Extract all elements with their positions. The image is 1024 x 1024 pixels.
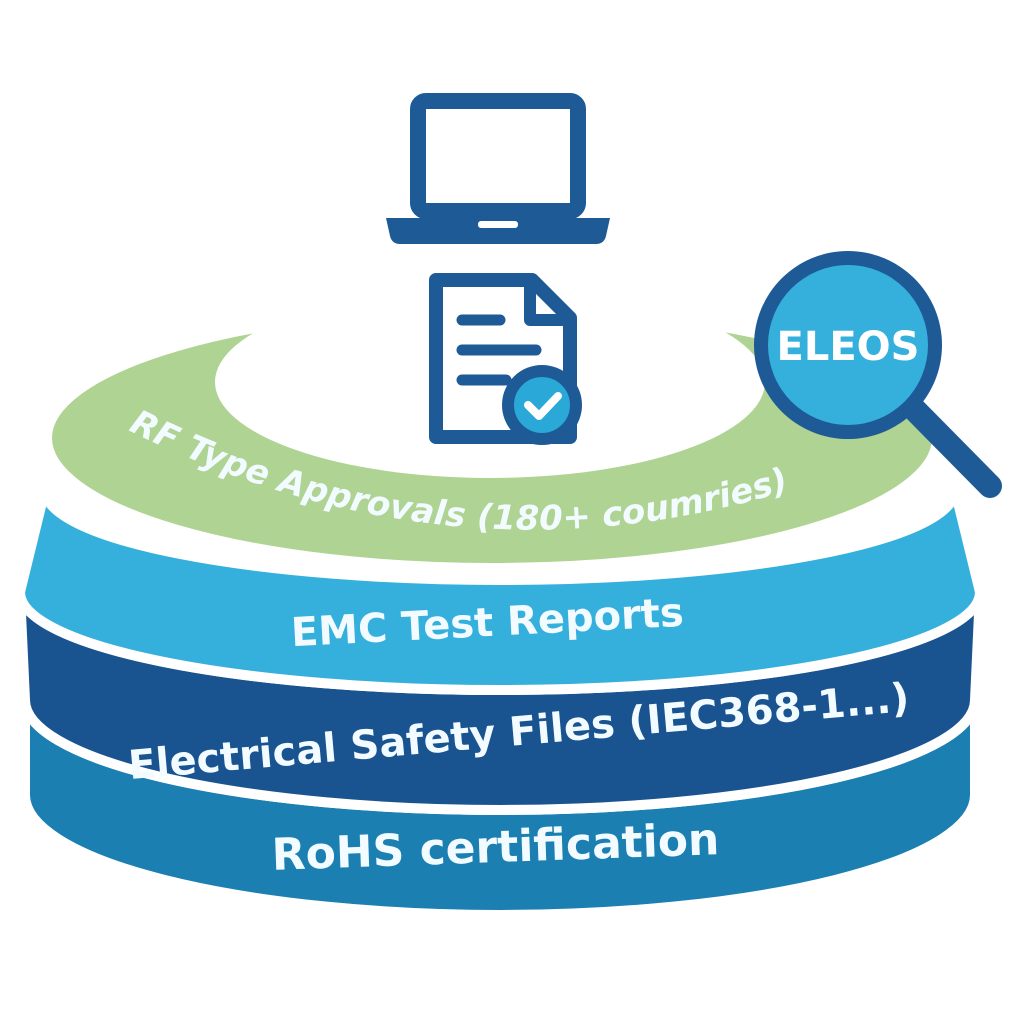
magnifier-label: ELEOS [777,324,920,370]
document-check-icon [429,273,582,445]
laptop-icon [386,93,610,244]
magnifier-icon: ELEOS [754,251,1002,498]
layer-emc [14,488,986,695]
